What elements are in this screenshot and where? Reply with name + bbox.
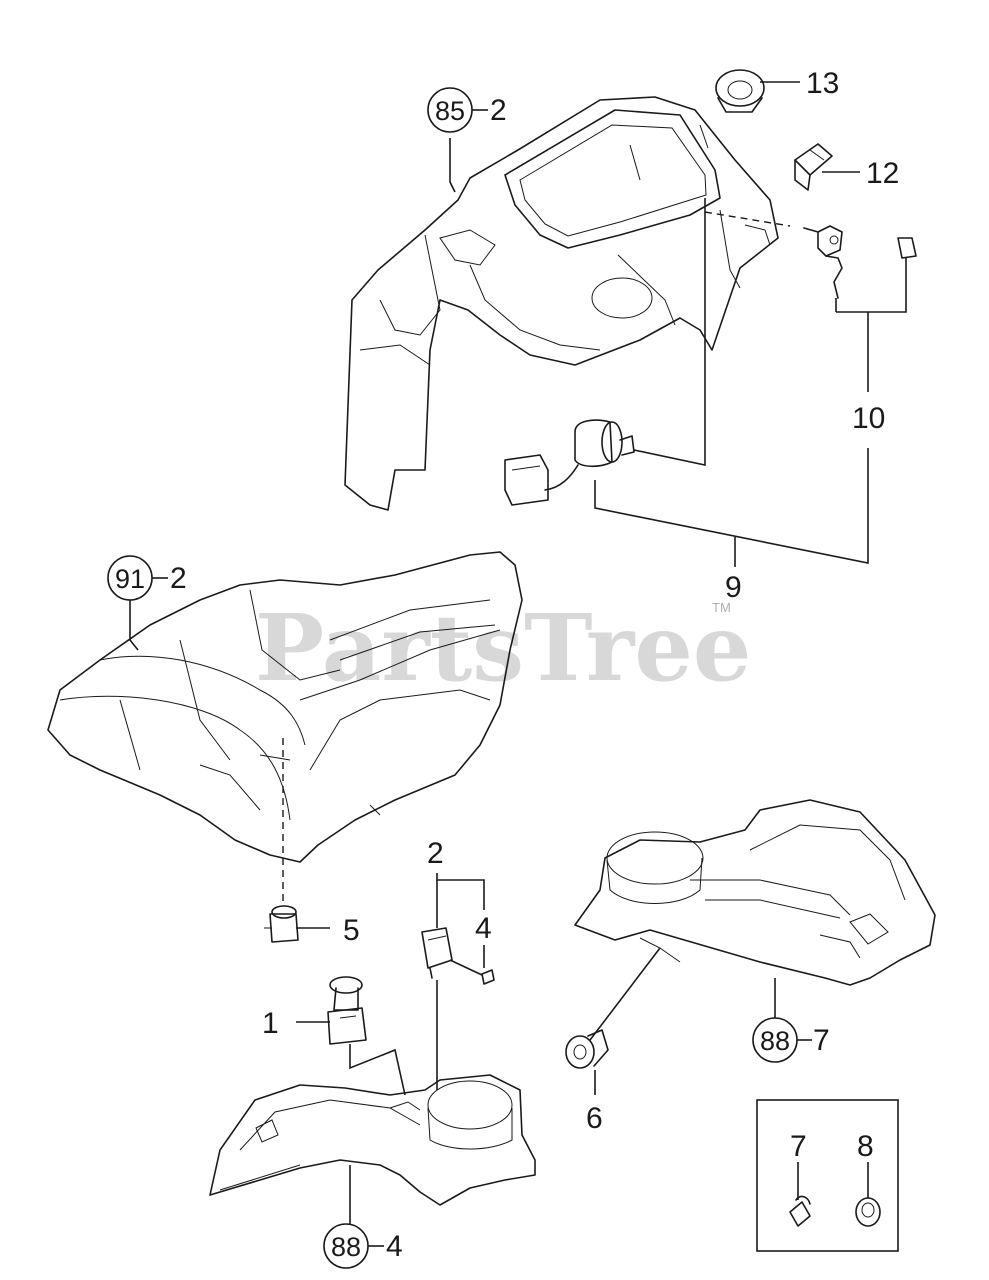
side-fender-part[interactable] bbox=[574, 799, 936, 986]
callout-8: 8 bbox=[857, 1130, 874, 1163]
ref-85-number: 85 bbox=[435, 96, 465, 126]
callout-labels: 13 12 10 9 5 2 4 1 6 7 8 bbox=[262, 67, 899, 1163]
callout-13: 13 bbox=[806, 67, 839, 100]
ref-91-sub: 2 bbox=[170, 562, 187, 595]
callout-10: 10 bbox=[852, 402, 885, 435]
grommet-part[interactable] bbox=[715, 69, 765, 113]
callout-9: 9 bbox=[725, 571, 742, 604]
lower-fender-part[interactable] bbox=[209, 1074, 536, 1206]
ref-91-2[interactable]: 91 2 bbox=[107, 555, 187, 601]
switch-part[interactable] bbox=[421, 927, 495, 985]
inset-box bbox=[756, 1099, 899, 1252]
seat-switch-part[interactable] bbox=[264, 905, 299, 943]
key-set-part[interactable] bbox=[803, 225, 917, 299]
ref-88-4[interactable]: 88 4 bbox=[323, 1223, 403, 1269]
callout-4: 4 bbox=[475, 912, 492, 945]
ref-88-4-sub: 4 bbox=[386, 1230, 403, 1263]
dash-cover-part[interactable] bbox=[344, 96, 779, 511]
leader-lines bbox=[129, 81, 907, 1225]
connector-part[interactable] bbox=[794, 143, 833, 191]
callout-1: 1 bbox=[262, 1007, 279, 1040]
ref-88-7[interactable]: 88 7 bbox=[752, 1017, 830, 1063]
ref-85-2[interactable]: 85 2 bbox=[427, 87, 507, 133]
ref-85-sub: 2 bbox=[490, 94, 507, 127]
ref-88-4-number: 88 bbox=[331, 1232, 361, 1262]
watermark-trademark: TM bbox=[712, 600, 731, 615]
ref-88-7-number: 88 bbox=[760, 1026, 790, 1056]
bushing-part[interactable] bbox=[565, 1029, 609, 1069]
ref-88-7-sub: 7 bbox=[813, 1024, 830, 1057]
callout-6: 6 bbox=[586, 1102, 603, 1135]
seat-part[interactable] bbox=[47, 551, 523, 863]
callout-5: 5 bbox=[343, 914, 360, 947]
callout-12: 12 bbox=[866, 157, 899, 190]
lever-knob-part[interactable] bbox=[327, 976, 367, 1045]
ignition-switch-part[interactable] bbox=[504, 419, 635, 506]
ref-91-number: 91 bbox=[115, 564, 145, 594]
callout-7: 7 bbox=[790, 1130, 807, 1163]
callout-2: 2 bbox=[427, 837, 444, 870]
